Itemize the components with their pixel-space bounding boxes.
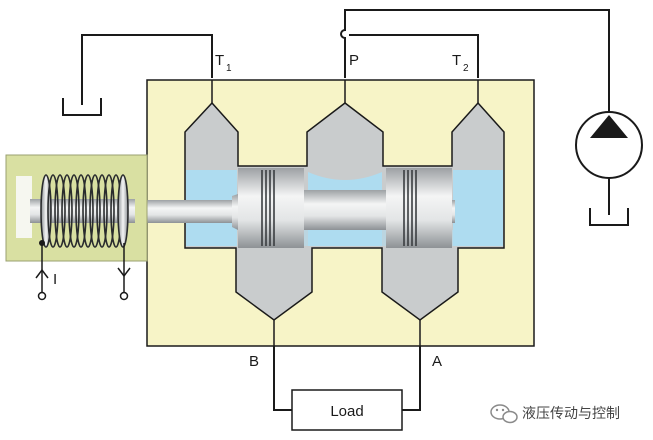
line-a-to-load bbox=[402, 330, 421, 411]
t2-return-line bbox=[349, 34, 479, 78]
tank-symbol-t1 bbox=[62, 98, 102, 116]
spool-land-right bbox=[386, 168, 452, 248]
watermark: 液压传动与控制 bbox=[490, 404, 620, 424]
t1-return-line bbox=[81, 34, 213, 105]
wechat-icon bbox=[490, 404, 518, 424]
load-box bbox=[291, 389, 403, 431]
solenoid bbox=[5, 154, 148, 301]
pump-symbol bbox=[575, 111, 643, 179]
watermark-text: 液压传动与控制 bbox=[522, 406, 620, 422]
load-label: Load bbox=[330, 403, 363, 420]
port-b-label: B bbox=[249, 353, 259, 370]
line-b-to-load bbox=[273, 330, 292, 411]
port-t1-label: T bbox=[215, 52, 224, 69]
port-p-label: P bbox=[349, 52, 359, 69]
port-t2-subscript: 2 bbox=[463, 63, 469, 74]
spool-land-left bbox=[238, 168, 304, 248]
port-a-label: A bbox=[432, 353, 442, 370]
tank-symbol-pump bbox=[589, 208, 629, 226]
solenoid-coil bbox=[40, 174, 129, 248]
current-label: I bbox=[53, 271, 57, 288]
pressure-line bbox=[340, 9, 610, 112]
spool bbox=[125, 168, 455, 248]
hydraulic-lines bbox=[81, 9, 610, 411]
port-t2-label: T bbox=[452, 52, 461, 69]
port-t1-subscript: 1 bbox=[226, 63, 232, 74]
